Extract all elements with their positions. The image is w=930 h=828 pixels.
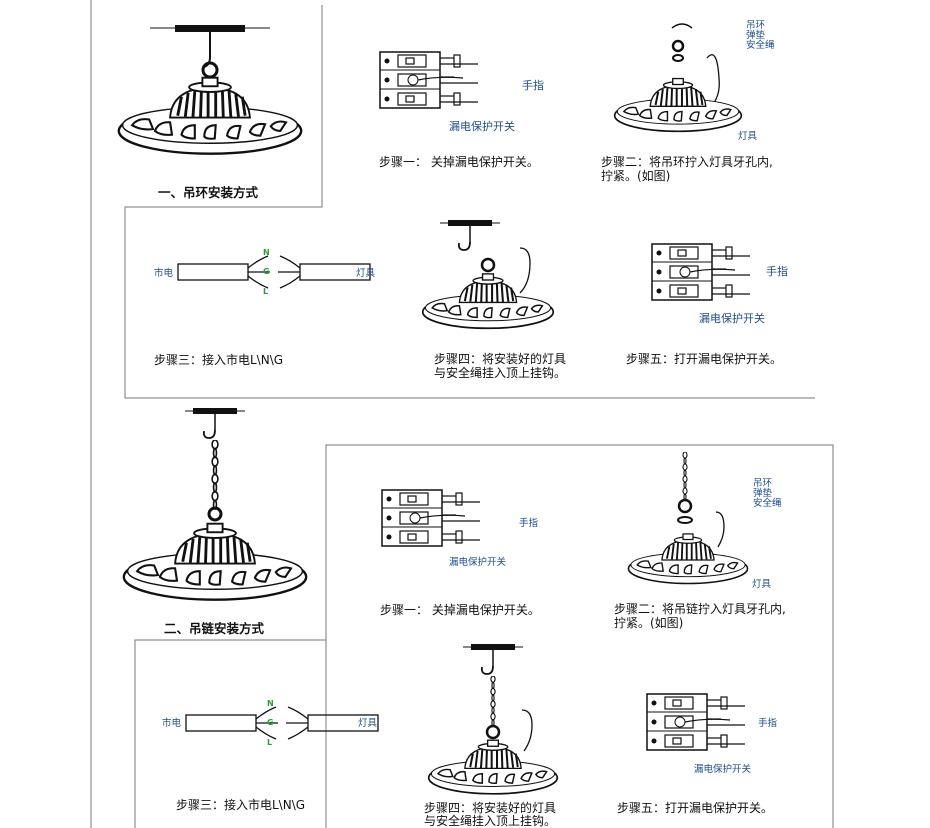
step1-breaker-illustration	[378, 50, 488, 110]
s2-step1-finger-label: 手指	[519, 518, 539, 529]
s2-step4-caption-line2: 与安全绳挂入顶上挂钩。	[424, 814, 557, 828]
s2-step2-washer-label: 弹垫	[753, 488, 773, 499]
section-2-title: 二、吊链安装方式	[164, 621, 265, 636]
step4-hang-illustration	[421, 219, 555, 330]
ring-mount-fixture-illustration	[117, 25, 303, 156]
chain-mount-fixture-illustration	[122, 406, 308, 602]
s2-step1-caption: 步骤一： 关掉漏电保护开关。	[380, 603, 540, 617]
step3-wire-g: G	[263, 267, 270, 276]
s2-step3-mains-label: 市电	[162, 718, 182, 729]
step1-caption: 步骤一： 关掉漏电保护开关。	[379, 155, 539, 169]
s2-step2-caption-line2: 拧紧。(如图)	[614, 616, 684, 630]
s2-step5-caption: 步骤五：打开漏电保护开关。	[617, 801, 774, 815]
s2-step2-fixture-illustration	[627, 452, 749, 585]
step1-breaker-label: 漏电保护开关	[449, 120, 515, 133]
section-1-title: 一、吊环安装方式	[158, 185, 259, 200]
s2-step2-ring-label: 吊环	[753, 478, 773, 489]
step3-wire-n: N	[263, 248, 270, 257]
step5-breaker-illustration	[650, 242, 760, 302]
step2-fixture-illustration	[613, 23, 743, 133]
s2-step3-caption: 步骤三：接入市电L\N\G	[176, 798, 306, 812]
s2-step2-safety-rope-label: 安全绳	[753, 498, 782, 509]
step2-caption-line2: 拧紧。(如图)	[601, 169, 671, 183]
step2-ring-label: 吊环	[746, 20, 766, 31]
step3-caption: 步骤三：接入市电L\N\G	[154, 353, 284, 367]
s2-step3-wire-l: L	[267, 738, 273, 747]
step5-breaker-label: 漏电保护开关	[699, 312, 765, 325]
s2-step3-fixture-label: 灯具	[358, 718, 378, 729]
step2-safety-rope-label: 安全绳	[746, 40, 775, 51]
step3-fixture-label: 灯具	[356, 268, 376, 279]
s2-step1-breaker-label: 漏电保护开关	[449, 557, 507, 568]
step2-caption-line1: 步骤二：将吊环拧入灯具牙孔内,	[601, 155, 773, 169]
s2-step5-breaker-label: 漏电保护开关	[694, 764, 752, 775]
s2-step4-caption-line1: 步骤四：将安装好的灯具	[424, 801, 557, 815]
step1-finger-label: 手指	[522, 79, 544, 92]
s2-step4-hang-illustration	[427, 642, 559, 795]
step4-caption-line2: 与安全绳挂入顶上挂钩。	[434, 366, 567, 380]
step2-fixture-label: 灯具	[738, 131, 758, 142]
s2-step5-breaker-illustration	[645, 692, 755, 752]
s2-step5-finger-label: 手指	[758, 718, 778, 729]
s2-step3-wire-n: N	[267, 699, 274, 708]
step4-caption-line1: 步骤四：将安装好的灯具	[434, 352, 567, 366]
step2-washer-label: 弹垫	[746, 30, 766, 41]
s2-step2-fixture-label: 灯具	[752, 579, 772, 590]
s2-step1-breaker-illustration	[380, 488, 490, 548]
step3-mains-label: 市电	[154, 268, 174, 279]
s2-step3-wire-g: G	[267, 718, 274, 727]
step3-wire-l: L	[263, 287, 269, 296]
step5-caption: 步骤五：打开漏电保护开关。	[626, 352, 783, 366]
step5-finger-label: 手指	[766, 265, 788, 278]
s2-step2-caption-line1: 步骤二：将吊链拧入灯具牙孔内,	[614, 602, 786, 616]
